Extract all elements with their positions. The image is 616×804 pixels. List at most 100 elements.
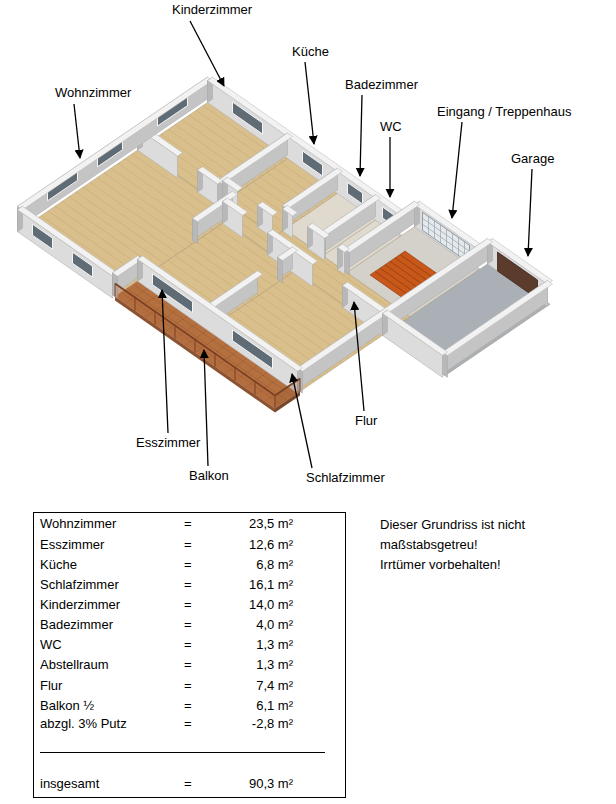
railing-glass: [115, 284, 275, 409]
wall-top: [223, 177, 243, 191]
wall-top: [415, 201, 483, 249]
callout-arrow: [190, 21, 224, 86]
callout-arrow: [162, 290, 168, 433]
table-equals: =: [184, 597, 192, 613]
disclaimer-note: Irrtümer vorbehalten!: [380, 555, 558, 575]
stair-step: [380, 268, 415, 293]
glass-block-joint: [440, 225, 441, 243]
table-room-name: abzgl. 3% Putz: [40, 716, 127, 732]
callout-arrow: [360, 95, 362, 176]
table-equals: =: [184, 657, 192, 673]
floor-board: [90, 182, 185, 249]
wall-top: [223, 198, 248, 215]
railing-post: [255, 382, 256, 395]
stair-step: [375, 272, 410, 297]
railing-post: [115, 284, 116, 297]
table-area-value: 1,3 m²: [205, 657, 293, 673]
wall-top: [198, 167, 223, 184]
wall-top: [283, 168, 343, 209]
balcony-railing: [115, 284, 300, 409]
room-callout: Wohnzimmer: [55, 85, 131, 101]
wall-top: [283, 206, 298, 216]
callout-arrow: [528, 169, 532, 256]
table-room-name: Küche: [40, 557, 77, 573]
wall-top: [218, 133, 293, 184]
table-room-name: insgesamt: [40, 776, 99, 792]
table-area-value: 1,3 m²: [205, 637, 293, 653]
table-area-value: 7,4 m²: [205, 678, 293, 694]
glass-block-joint: [446, 229, 447, 247]
table-room-name: Balkon ½: [40, 698, 94, 714]
wall-top: [18, 77, 213, 210]
table-equals: =: [184, 537, 192, 553]
room-callout: Esszimmer: [136, 435, 200, 451]
room-callout: Küche: [292, 44, 329, 60]
wall-top: [138, 256, 303, 371]
railing-post: [175, 326, 176, 339]
wall-end: [443, 352, 448, 378]
room-callout: Balkon: [189, 468, 229, 484]
room-floors: [20, 101, 550, 413]
wall-end: [278, 257, 283, 283]
railing-post: [155, 312, 156, 325]
wall-top: [383, 310, 448, 355]
callout-arrows: [74, 21, 532, 468]
callout-arrow: [389, 137, 390, 197]
glass-block-joint: [423, 224, 470, 257]
wall-top: [18, 206, 118, 276]
table-area-value: 6,1 m²: [205, 698, 293, 714]
wall-face: [18, 210, 113, 299]
callout-arrow: [74, 104, 80, 158]
table-area-value: 12,6 m²: [205, 537, 293, 553]
wall-top: [321, 195, 381, 236]
floor-board: [203, 237, 273, 286]
railing-post: [135, 298, 136, 311]
railing-post: [195, 340, 196, 353]
table-area-value: 4,0 m²: [205, 617, 293, 633]
callout-arrow: [305, 62, 314, 144]
wall-top: [345, 201, 420, 252]
callout-arrow: [292, 374, 312, 468]
railing-post: [215, 354, 216, 367]
wall-top: [308, 223, 330, 238]
stair-step: [400, 255, 435, 280]
wall-top: [258, 202, 278, 216]
table-equals: =: [184, 637, 192, 653]
glass-block-joint: [458, 238, 459, 256]
wall-top: [338, 244, 350, 252]
table-room-name: Abstellraum: [40, 657, 109, 673]
room-callout: Schlafzimmer: [306, 470, 385, 486]
table-equals: =: [184, 617, 192, 633]
railing-post: [235, 368, 236, 381]
table-area-value: 90,3 m²: [205, 776, 293, 792]
table-room-name: Flur: [40, 678, 62, 694]
floor-board: [83, 187, 178, 254]
table-room-name: Kinderzimmer: [40, 597, 120, 613]
table-area-value: 14,0 m²: [205, 597, 293, 613]
table-room-name: Schlafzimmer: [40, 577, 119, 593]
room-callout: Eingang / Treppenhaus: [437, 104, 571, 120]
wall-top: [343, 282, 388, 313]
table-equals: =: [184, 716, 192, 732]
table-area-value: 16,1 m²: [205, 577, 293, 593]
table-room-name: WC: [40, 637, 62, 653]
room-callout: Garage: [511, 151, 554, 167]
stair-step: [385, 265, 420, 290]
room-callout: Badezimmer: [345, 77, 418, 93]
floor: [115, 280, 300, 409]
floor-board: [97, 178, 192, 245]
table-equals: =: [184, 698, 192, 714]
room-walls: [18, 77, 553, 393]
wall-top: [278, 247, 298, 261]
room-callout: Flur: [355, 413, 377, 429]
railing-post: [300, 379, 301, 392]
table-area-value: 23,5 m²: [205, 516, 293, 532]
table-room-name: Esszimmer: [40, 537, 104, 553]
floor-board: [76, 192, 171, 259]
area-table-frame: [34, 513, 346, 798]
glass-block-joint: [452, 233, 453, 251]
wall-end: [193, 218, 198, 244]
glass-block-joint: [434, 221, 435, 239]
